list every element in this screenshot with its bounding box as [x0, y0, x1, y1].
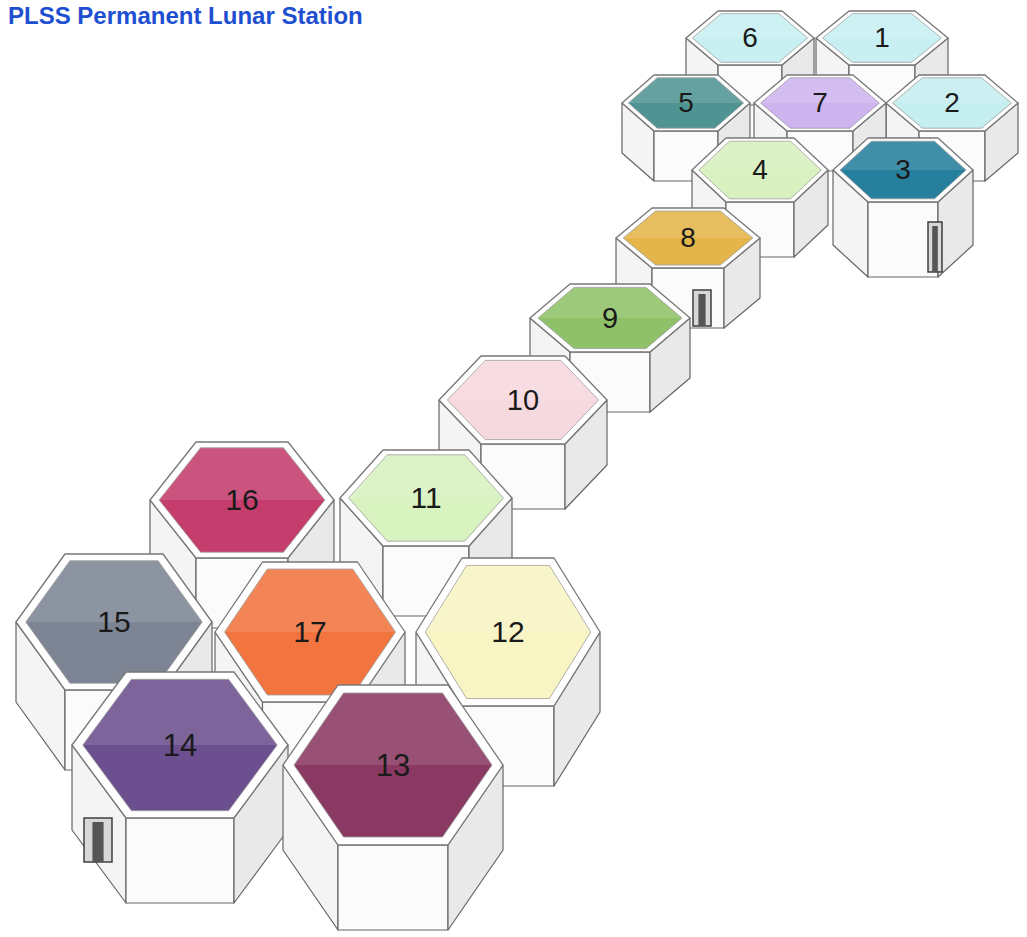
hexagon-roof [699, 141, 821, 199]
airlock-door [84, 818, 112, 862]
hexagon-roof [761, 78, 880, 128]
module-number: 12 [491, 617, 524, 647]
module-number: 4 [752, 156, 768, 184]
module-number: 3 [895, 156, 911, 184]
hexagon-roof [159, 448, 325, 552]
hexagon-frame [886, 75, 1018, 131]
hexagon-frame [150, 442, 334, 558]
wall-face [126, 818, 234, 903]
module-number: 1 [874, 24, 890, 52]
habitat-module: 17 [215, 562, 405, 702]
hexagon-roof [623, 211, 753, 265]
door-opening [932, 226, 938, 272]
module-number: 10 [507, 386, 539, 415]
hexagon-roof [628, 78, 743, 128]
hexagon-roof [294, 693, 492, 837]
habitat-module: 5 [622, 75, 750, 131]
habitat-module: 8 [616, 208, 760, 268]
airlock-door [693, 290, 711, 326]
module-number: 14 [163, 730, 197, 761]
module-number: 13 [376, 750, 410, 781]
hexagon-roof [26, 561, 202, 683]
page-title: PLSS Permanent Lunar Station [8, 2, 363, 30]
habitat-module: 6 [686, 11, 814, 65]
hexagon-roof [823, 14, 942, 63]
habitat-module: 14 [72, 672, 288, 818]
hexagon-frame [692, 138, 828, 202]
hexagon-roof [83, 679, 277, 810]
hexagon-roof [692, 14, 807, 63]
module-number: 8 [680, 224, 696, 252]
hexagon-roof [840, 141, 966, 199]
hexagon-frame [439, 356, 607, 444]
habitat-module: 1 [816, 11, 948, 65]
door-opening [92, 822, 103, 862]
module-number: 7 [812, 89, 828, 117]
module-number: 17 [293, 617, 326, 647]
habitat-module: 16 [150, 442, 334, 558]
airlock-door [928, 222, 942, 272]
hexagon-frame [340, 450, 512, 546]
hexagon-frame [215, 562, 405, 702]
habitat-module: 2 [886, 75, 1018, 131]
habitat-module: 7 [754, 75, 886, 131]
habitat-module: 15 [16, 554, 212, 690]
hexagon-frame [833, 138, 973, 202]
door-opening [698, 294, 705, 326]
hexagon-frame [616, 208, 760, 268]
habitat-module: 9 [530, 284, 690, 352]
habitat-module: 11 [340, 450, 512, 546]
hexagon-frame [16, 554, 212, 690]
habitat-module: 13 [283, 685, 503, 845]
hexagon-roof [225, 569, 396, 695]
hexagon-roof [425, 565, 591, 698]
hexagon-frame [72, 672, 288, 818]
hexagon-frame [686, 11, 814, 65]
habitat-module: 12 [416, 558, 600, 706]
hexagon-roof [538, 287, 682, 348]
hexagon-roof [349, 455, 504, 541]
hexagon-frame [816, 11, 948, 65]
hexagon-frame [622, 75, 750, 131]
module-number: 9 [602, 304, 618, 333]
habitat-module: 4 [692, 138, 828, 202]
wall-face [338, 845, 448, 930]
hexagon-frame [283, 685, 503, 845]
habitat-module: 3 [833, 138, 973, 202]
module-number: 16 [225, 485, 258, 515]
module-number: 15 [97, 607, 130, 637]
hexagon-frame [530, 284, 690, 352]
module-number: 6 [742, 24, 758, 52]
hexagon-roof [447, 360, 598, 439]
habitat-module: 10 [439, 356, 607, 444]
hexagon-frame [416, 558, 600, 706]
hexagon-frame [754, 75, 886, 131]
module-number: 11 [410, 483, 441, 513]
module-number: 5 [678, 89, 694, 117]
module-number: 2 [944, 89, 960, 117]
hexagon-roof [893, 78, 1012, 128]
